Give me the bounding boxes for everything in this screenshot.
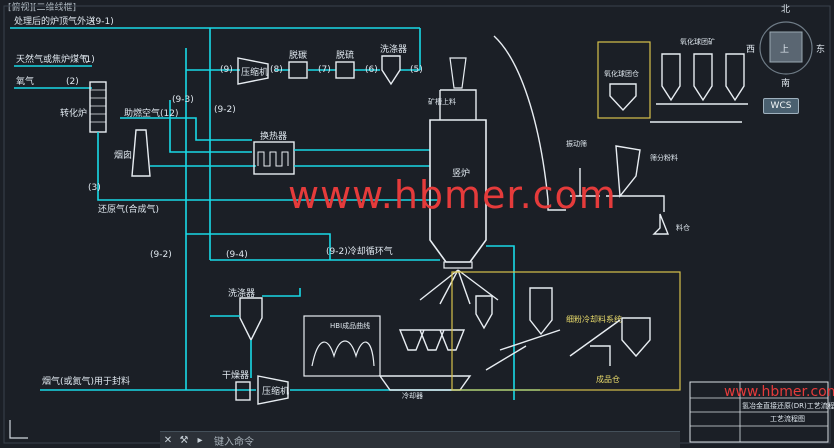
label-scrubber-2: 洗涤器 xyxy=(228,287,255,299)
fine-system-box xyxy=(451,271,681,391)
command-input[interactable]: 键入命令 xyxy=(214,436,254,448)
raw-material-bins[interactable] xyxy=(650,53,748,123)
label-fines: 筛分粉料 xyxy=(650,153,678,162)
label-cooler: 冷却器 xyxy=(402,391,423,400)
label-oxygen-num: (2) xyxy=(66,77,79,87)
label-n93: (9-3) xyxy=(172,95,194,105)
label-n6: (6) xyxy=(365,65,378,75)
cooling-return-line xyxy=(486,245,515,400)
scrubber-2[interactable] xyxy=(239,297,263,342)
label-combustion-air: 助燃空气 xyxy=(124,107,160,119)
screen-unit[interactable] xyxy=(570,145,665,212)
label-n8: (8) xyxy=(270,65,283,75)
compressor-1[interactable] xyxy=(237,57,269,85)
label-compressor-1: 压缩机 xyxy=(241,66,268,78)
viewport-tab-label[interactable]: [俯视][二维线框] xyxy=(8,3,77,13)
label-fine-system: 细粉冷却料系统 xyxy=(566,314,622,324)
label-exhaust-out-num: (9-1) xyxy=(92,17,114,27)
label-n9: (9) xyxy=(220,65,233,75)
wcs-button[interactable]: WCS xyxy=(763,98,799,114)
small-bin xyxy=(652,213,670,235)
close-icon[interactable]: ✕ xyxy=(163,434,173,446)
product-distribution xyxy=(378,269,499,391)
scrubber-2-lines xyxy=(210,288,301,378)
shaft-furnace[interactable] xyxy=(429,57,487,269)
label-screen: 振动筛 xyxy=(566,139,587,148)
heat-exchanger[interactable] xyxy=(253,141,295,175)
label-natgas: 天然气或焦炉煤气 xyxy=(16,53,88,65)
label-chimney: 烟囱 xyxy=(114,149,132,161)
label-hbi-curve: HBI成品曲线 xyxy=(330,321,370,330)
label-flue-gas: 烟气(或氮气)用于封料 xyxy=(42,375,130,387)
viewcube-top-face[interactable]: 上 xyxy=(780,44,789,55)
combustion-air-line xyxy=(120,117,252,141)
label-shaft-furnace: 竖炉 xyxy=(452,167,470,179)
wrench-icon[interactable]: ⚒ xyxy=(179,434,189,446)
watermark-main: www.hbmer.com xyxy=(288,173,617,217)
fine-system-equipment xyxy=(475,287,651,371)
reducing-gas-line xyxy=(97,132,440,201)
viewcube[interactable] xyxy=(759,21,813,75)
hx-outlet-lines xyxy=(294,149,430,167)
label-pellet-bin: 氧化球团仓 xyxy=(604,69,639,78)
desulf-unit[interactable] xyxy=(335,61,355,79)
label-reformer: 转化炉 xyxy=(60,107,87,119)
label-cooling-gas: (9-2)冷却循环气 xyxy=(326,245,393,257)
label-raw-material: 矿槽上料 xyxy=(428,97,456,106)
label-scrubber-1: 洗涤器 xyxy=(380,43,407,55)
title-block xyxy=(689,381,829,443)
label-n92b: (9-2) xyxy=(150,250,172,260)
cooling-gas-line xyxy=(186,233,440,261)
dryer[interactable] xyxy=(235,381,251,401)
pellet-bin-box xyxy=(597,41,651,119)
label-heat-exchanger: 换热器 xyxy=(260,130,287,142)
label-compressor-2: 压缩机 xyxy=(262,385,289,397)
viewcube-north[interactable]: 北 xyxy=(781,4,790,15)
viewcube-east[interactable]: 东 xyxy=(816,43,825,55)
label-bin: 料仓 xyxy=(676,223,690,232)
watermark-small: www.hbmer.com xyxy=(724,384,834,400)
label-exhaust-out: 处理后的炉顶气外送 xyxy=(14,15,95,27)
label-product-bin: 成品仓 xyxy=(596,374,620,384)
label-n12: (12) xyxy=(160,109,178,119)
label-n3: (3) xyxy=(88,183,101,193)
reformer[interactable] xyxy=(89,81,107,133)
chimney[interactable] xyxy=(131,129,151,177)
feed-lines xyxy=(14,65,92,89)
viewcube-west[interactable]: 西 xyxy=(746,44,755,55)
compressor-2[interactable] xyxy=(257,375,289,405)
feed-conveyor xyxy=(493,35,566,211)
command-line[interactable]: ✕ ⚒ ▸ 键入命令 xyxy=(160,431,680,448)
hbi-curve-box xyxy=(303,315,381,377)
label-dryer: 干燥器 xyxy=(222,370,249,381)
label-oxygen: 氧气 xyxy=(16,75,34,87)
exhaust-out-line xyxy=(10,27,421,70)
label-n7: (7) xyxy=(318,65,331,75)
label-title-block: 氢冶金直接还原(DR)工艺流程图 xyxy=(742,401,834,410)
pellet-bin[interactable] xyxy=(609,83,637,112)
label-reducing-gas: 还原气(合成气) xyxy=(98,203,159,215)
label-n94: (9-4) xyxy=(226,250,248,260)
label-n5: (5) xyxy=(410,65,423,75)
viewcube-south[interactable]: 南 xyxy=(781,77,790,89)
label-desulf: 脱硫 xyxy=(336,49,354,61)
scrubber-1[interactable] xyxy=(381,55,401,86)
prompt-icon[interactable]: ▸ xyxy=(197,434,203,446)
decarb-unit[interactable] xyxy=(288,61,308,79)
label-n92a: (9-2) xyxy=(214,105,236,115)
label-oxide-pellet: 氧化球团矿 xyxy=(680,37,715,46)
label-title-sub: 工艺流程图 xyxy=(770,414,805,423)
ucs-icon xyxy=(9,420,28,439)
label-natgas-num: (1) xyxy=(82,55,95,65)
label-decarb: 脱碳 xyxy=(289,49,307,61)
